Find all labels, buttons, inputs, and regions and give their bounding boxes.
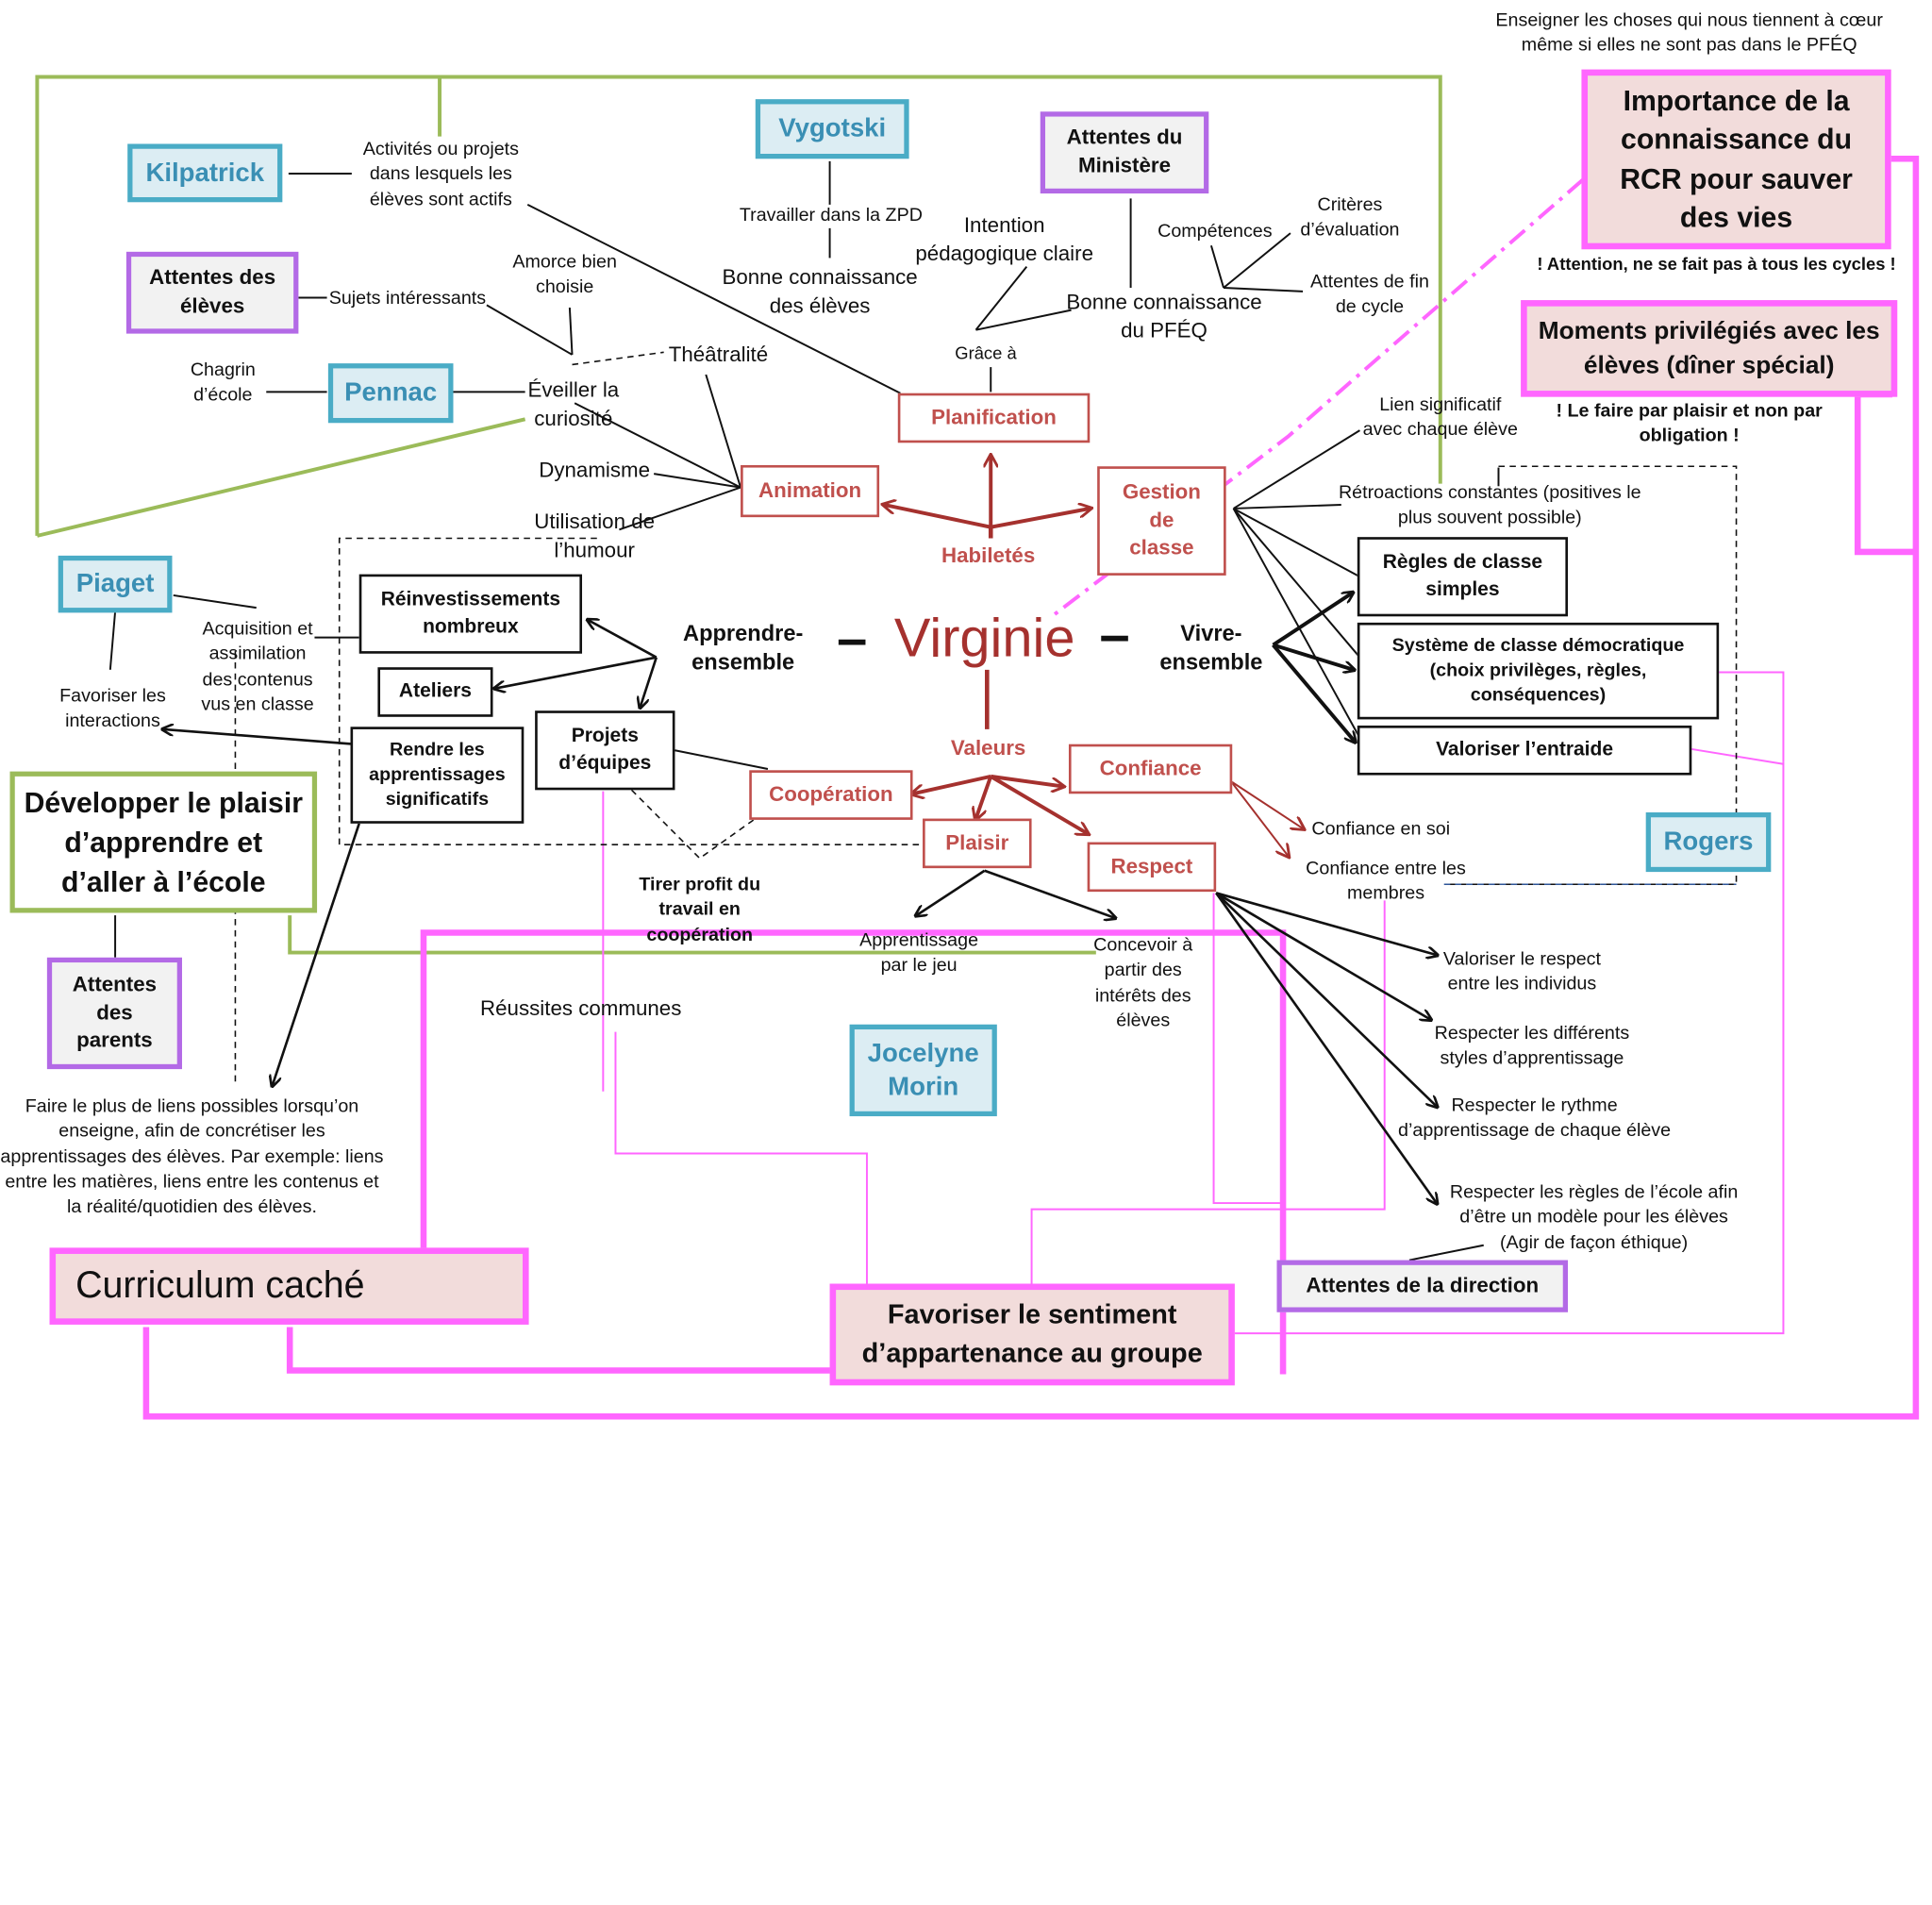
node-gestion: Gestion de classe (1097, 466, 1226, 576)
note-respecter-styles: Respecter les différents styles d’appren… (1434, 1023, 1630, 1070)
theorist-piaget: Piaget (58, 555, 173, 613)
attentes-parents: Attentes des parents (46, 957, 182, 1070)
box-ateliers: Ateliers (377, 667, 493, 717)
highlight-plaisir-apprendre: Développer le plaisir d’apprendre et d’a… (9, 771, 318, 913)
note-bonne-pfeq: Bonne connaissance du PFÉQ (1066, 290, 1262, 343)
box-regles: Règles de classe simples (1357, 537, 1569, 617)
note-respecter-rythme: Respecter le rythme d’apprentissage de c… (1398, 1095, 1672, 1142)
note-zpd: Travailler dans la ZPD (739, 204, 923, 226)
attentes-ministere: Attentes du Ministère (1040, 111, 1209, 194)
note-amorce: Amorce bien choisie (512, 251, 617, 298)
right-dash: – (1099, 604, 1130, 665)
box-systeme: Système de classe démocratique (choix pr… (1357, 622, 1720, 720)
note-attention: ! Attention, ne se fait pas à tous les c… (1537, 253, 1896, 274)
note-lien: Lien significatif avec chaque élève (1362, 393, 1518, 441)
theorist-morin: Jocelyne Morin (849, 1024, 997, 1117)
node-planification: Planification (897, 393, 1091, 443)
left-dash: – (837, 608, 868, 669)
box-reinvestissements: Réinvestissements nombreux (358, 574, 583, 654)
node-plaisir: Plaisir (923, 818, 1032, 869)
theorist-vygotski: Vygotski (755, 99, 909, 159)
branch-vivre: Vivre- ensemble (1159, 621, 1263, 676)
note-enseigner: Enseigner les choses qui nous tiennent à… (1495, 9, 1883, 57)
note-competences: Compétences (1158, 220, 1273, 242)
note-confiance-soi: Confiance en soi (1311, 818, 1451, 840)
node-cooperation: Coopération (749, 770, 913, 820)
note-reussites: Réussites communes (480, 996, 682, 1021)
note-grace: Grâce à (955, 343, 1017, 363)
note-activites: Activités ou projets dans lesquels les é… (362, 138, 519, 210)
node-respect: Respect (1087, 842, 1217, 893)
note-sujets: Sujets intéressants (328, 287, 487, 309)
theorist-rogers: Rogers (1645, 811, 1772, 873)
highlight-appartenance: Favoriser le sentiment d’appartenance au… (829, 1283, 1235, 1386)
note-retroactions: Rétroactions constantes (positives le pl… (1338, 482, 1641, 528)
note-eveiller: Éveiller la curiosité (527, 378, 620, 431)
note-apprentissage-jeu: Apprentissage par le jeu (859, 929, 979, 977)
note-respecter-regles: Respecter les règles de l’école afin d’ê… (1449, 1181, 1739, 1253)
branch-habiletes: Habiletés (941, 543, 1036, 568)
note-dynamisme: Dynamisme (539, 458, 651, 482)
note-faire-liens: Faire le plus de liens possibles lorsqu’… (0, 1095, 384, 1218)
box-projets: Projets d’équipes (535, 710, 675, 791)
node-animation: Animation (741, 464, 880, 518)
note-attentes-fin: Attentes de fin de cycle (1310, 271, 1429, 318)
branch-apprendre: Apprendre- ensemble (682, 621, 804, 676)
highlight-rcr: Importance de la connaissance du RCR pou… (1581, 69, 1891, 250)
note-tirer: Tirer profit du travail en coopération (639, 874, 761, 945)
branch-valeurs: Valeurs (950, 736, 1026, 760)
box-rendre: Rendre les apprentissages significatifs (350, 727, 525, 824)
highlight-curriculum: Curriculum caché (49, 1247, 529, 1325)
center-name: Virginie (893, 608, 1075, 669)
note-faire-plaisir: ! Le faire par plaisir et non par obliga… (1556, 400, 1823, 447)
note-favoriser-interactions: Favoriser les interactions (59, 685, 166, 732)
note-chagrin: Chagrin d’école (190, 359, 256, 406)
note-acquisition: Acquisition et assimilation des contenus… (201, 618, 314, 715)
theorist-pennac: Pennac (327, 363, 454, 424)
note-bonne-eleves: Bonne connaissance des élèves (722, 265, 918, 318)
note-theatralite: Théâtralité (668, 343, 769, 367)
attentes-eleves: Attentes des élèves (125, 251, 299, 334)
note-humour: Utilisation de l’humour (534, 510, 656, 562)
note-intention: Intention pédagogique claire (915, 213, 1093, 266)
highlight-moments: Moments privilégiés avec les élèves (dîn… (1521, 300, 1898, 397)
note-criteres: Critères d’évaluation (1300, 194, 1400, 242)
note-valoriser-respect: Valoriser le respect entre les individus (1442, 948, 1601, 995)
node-confiance: Confiance (1068, 744, 1233, 794)
attentes-direction: Attentes de la direction (1276, 1260, 1569, 1312)
box-entraide: Valoriser l’entraide (1357, 725, 1692, 776)
note-concevoir: Concevoir à partir des intérêts des élèv… (1093, 934, 1193, 1031)
note-confiance-membres: Confiance entre les membres (1306, 858, 1466, 905)
theorist-kilpatrick: Kilpatrick (127, 143, 283, 203)
